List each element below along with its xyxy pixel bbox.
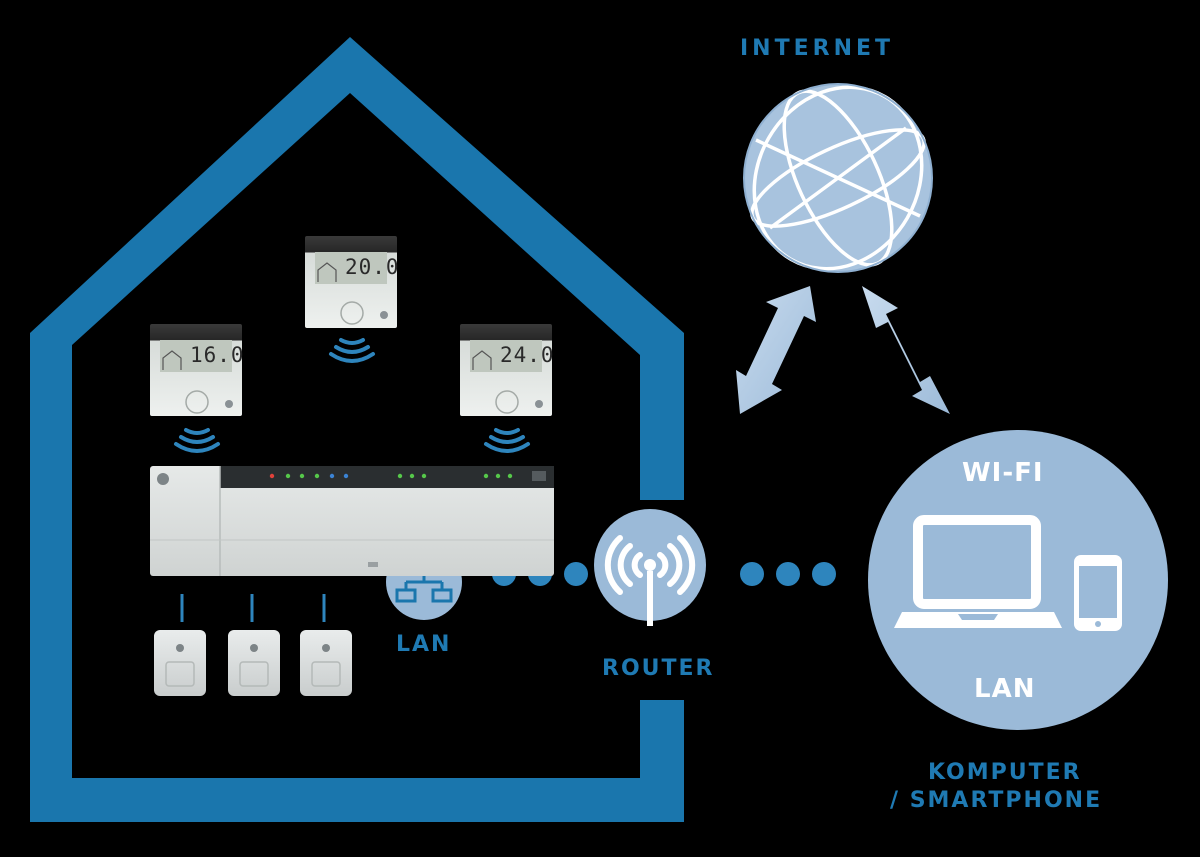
actuator-1 [154, 630, 206, 696]
komputer-label: KOMPUTER [928, 760, 1082, 785]
laptop-icon [894, 515, 1062, 628]
router-icon [594, 509, 706, 626]
connection-dots-router-device [740, 562, 836, 586]
actuator-2 [228, 630, 280, 696]
smartphone-icon [1074, 555, 1122, 631]
lan-icon-label: LAN [396, 632, 452, 657]
wireless-signal-icon [174, 428, 220, 453]
router-label: ROUTER [602, 656, 715, 681]
thermostat-3-temp: 24.0 [500, 343, 555, 367]
thermostat-2 [305, 236, 397, 328]
thermostat-2-temp: 20.0 [345, 255, 400, 279]
wifi-label: WI-FI [962, 458, 1044, 488]
device-lan-label: LAN [974, 674, 1036, 704]
device-circle [868, 430, 1168, 730]
house-outline [30, 37, 684, 822]
thermostat-1 [150, 324, 242, 416]
arrow-internet-router [736, 286, 816, 414]
wireless-signal-icon [484, 428, 530, 453]
actuator-lines [180, 594, 326, 622]
thermostat-3 [460, 324, 552, 416]
internet-label: INTERNET [740, 36, 895, 61]
controller-unit [150, 466, 554, 576]
actuator-3 [300, 630, 352, 696]
thermostat-1-temp: 16.0 [190, 343, 245, 367]
smartphone-label: / SMARTPHONE [890, 788, 1103, 813]
wireless-signal-icon [329, 338, 375, 363]
globe-icon [743, 83, 933, 273]
arrow-internet-device [862, 286, 950, 414]
